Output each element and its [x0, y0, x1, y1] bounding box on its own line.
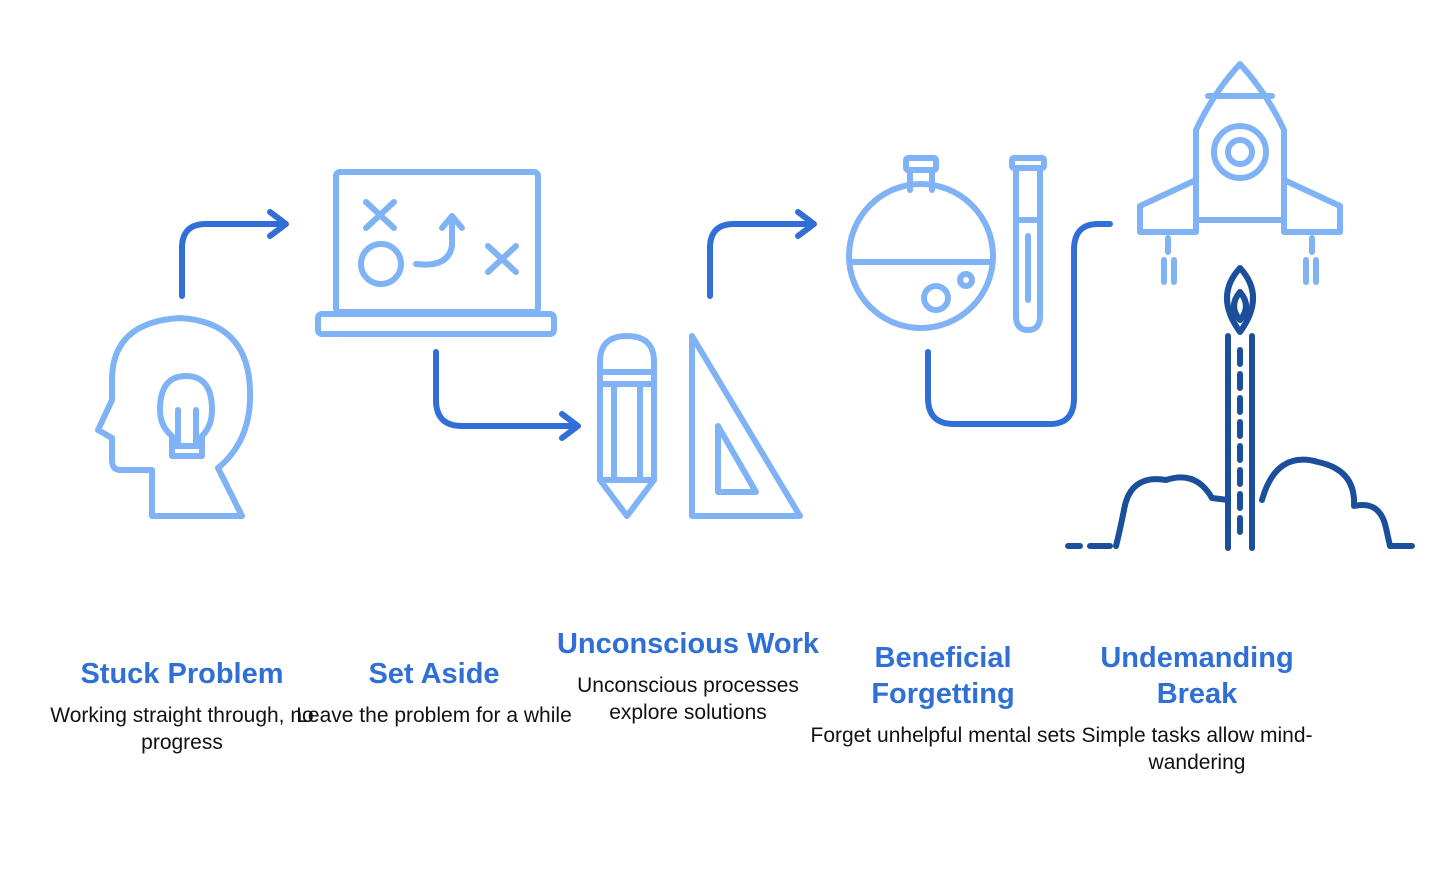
- step-undemanding-break: Undemanding Break Simple tasks allow min…: [1057, 640, 1337, 776]
- step-set-aside: Set Aside Leave the problem for a while: [294, 656, 574, 729]
- step-description: Simple tasks allow mind-wandering: [1057, 722, 1337, 776]
- step-stuck-problem: Stuck Problem Working straight through, …: [42, 656, 322, 756]
- step-description: Unconscious processes explore solutions: [548, 672, 828, 726]
- step-beneficial-forgetting: Beneficial Forgetting Forget unhelpful m…: [803, 640, 1083, 749]
- connector-arrow-3: [710, 212, 814, 296]
- connector-arrow-2: [436, 352, 578, 438]
- step-description: Leave the problem for a while: [294, 702, 574, 729]
- step-title: Stuck Problem: [42, 656, 322, 692]
- step-title: Set Aside: [294, 656, 574, 692]
- step-description: Working straight through, no progress: [42, 702, 322, 756]
- connector-arrow-1: [182, 212, 286, 296]
- head-lightbulb-icon: [98, 318, 250, 516]
- step-unconscious-work: Unconscious Work Unconscious processes e…: [548, 626, 828, 726]
- step-title: Unconscious Work: [548, 626, 828, 662]
- rocket-launch-icon: [1068, 64, 1412, 548]
- step-title: Undemanding Break: [1057, 640, 1337, 712]
- whiteboard-plan-icon: [318, 172, 554, 334]
- process-illustration: [0, 0, 1456, 600]
- step-title: Beneficial Forgetting: [803, 640, 1083, 712]
- pencil-ruler-icon: [600, 336, 800, 516]
- flask-testtube-icon: [849, 158, 1044, 330]
- step-description: Forget unhelpful mental sets: [803, 722, 1083, 749]
